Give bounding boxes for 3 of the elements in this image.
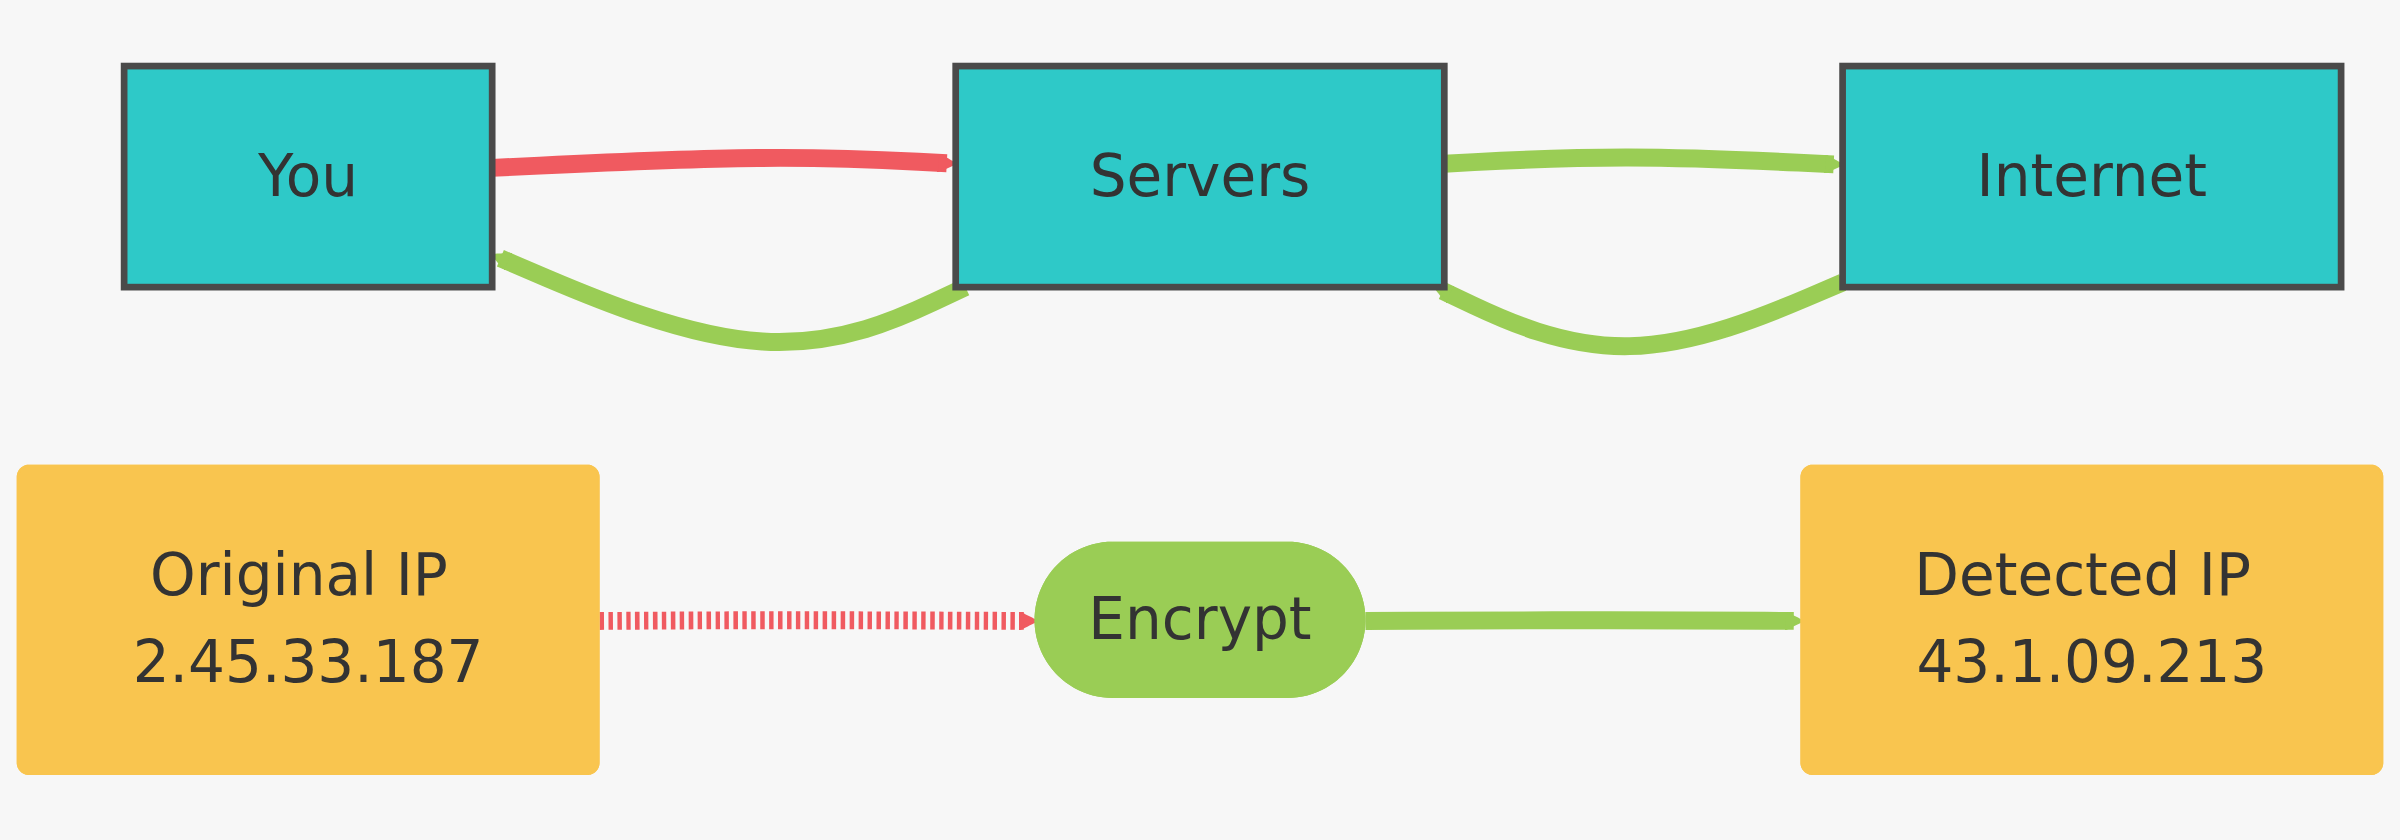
- node-box: Internet: [1839, 62, 2345, 291]
- node-box: You: [120, 62, 496, 291]
- node-box: Servers: [952, 62, 1448, 291]
